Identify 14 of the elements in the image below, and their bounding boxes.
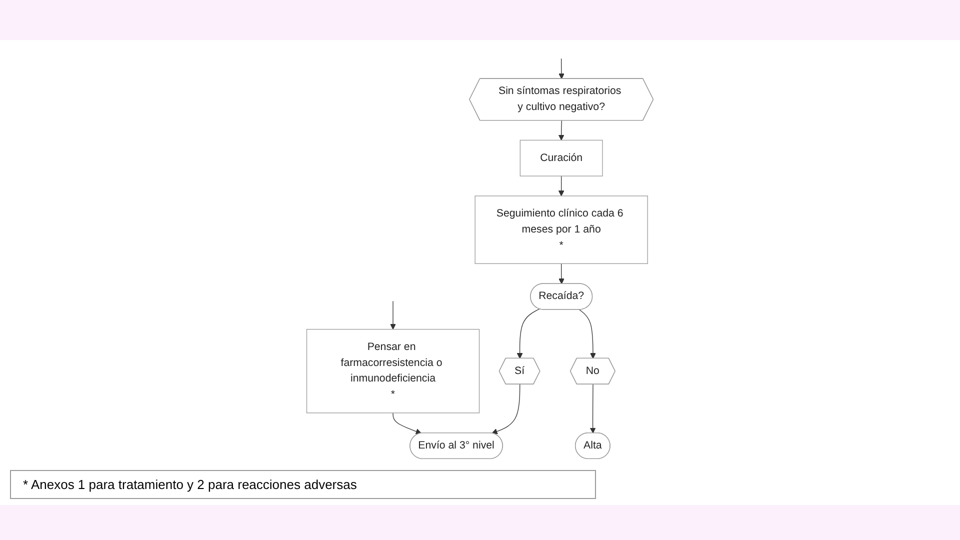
arrow [492, 384, 520, 434]
node-box: Curación [520, 140, 603, 176]
arrow [558, 120, 564, 140]
node-box: Seguimiento clínico cada 6 meses por 1 año * [474, 196, 648, 264]
arrow [579, 309, 596, 359]
arrow [558, 58, 564, 80]
arrow [516, 308, 540, 359]
arrow [390, 300, 396, 330]
arrow [558, 176, 564, 196]
node-box: Pensar en farmacorresistencia o inmunodeficiencia * [306, 328, 480, 414]
footnote-box: * Anexos 1 para tratamiento y 2 para reacciones adversas [10, 470, 596, 499]
arrow [392, 412, 422, 434]
arrow [558, 263, 564, 284]
arrow [590, 384, 596, 434]
